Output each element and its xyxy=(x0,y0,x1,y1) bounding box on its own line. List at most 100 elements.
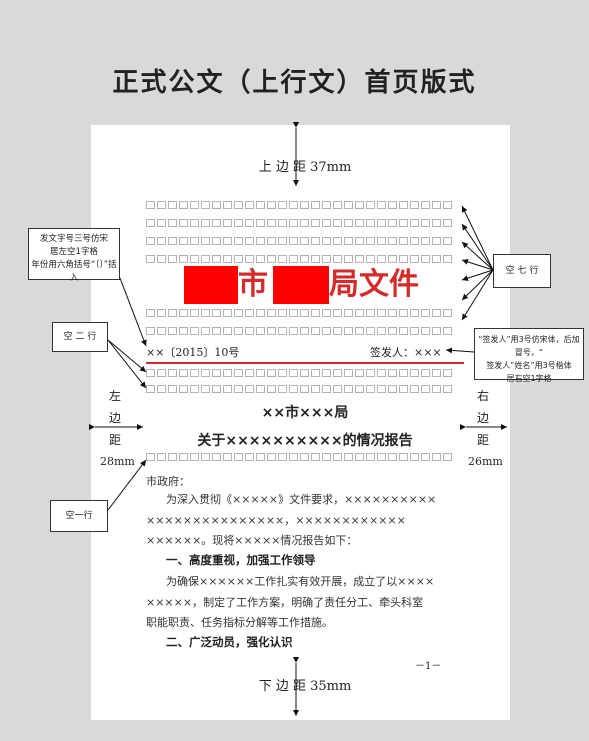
grid-cell xyxy=(168,453,177,461)
grid-cell xyxy=(168,219,177,227)
grid-cell xyxy=(179,453,188,461)
left-margin-char-3: 距 xyxy=(108,433,121,447)
grid-cell xyxy=(223,201,232,209)
grid-cell xyxy=(399,453,408,461)
grid-cell xyxy=(278,201,287,209)
section-heading-2: 二、广泛动员，强化认识 xyxy=(166,635,293,649)
annotation-kong-yi-hang: 空一行 xyxy=(50,500,108,532)
grid-cell xyxy=(399,309,408,317)
grid-cell xyxy=(212,453,221,461)
body-line-1: 为深入贯彻《×××××》文件要求，×××××××××× xyxy=(166,493,437,506)
grid-cell xyxy=(366,453,375,461)
body-line-2: ×××××××××××××××，×××××××××××× xyxy=(146,514,406,527)
grid-cell xyxy=(432,201,441,209)
grid-cell xyxy=(421,255,430,263)
grid-cell xyxy=(366,369,375,377)
grid-cell xyxy=(388,237,397,245)
grid-cell xyxy=(212,309,221,317)
body-line-3: ××××××。现将×××××情况报告如下： xyxy=(146,534,358,547)
grid-cell xyxy=(146,453,155,461)
grid-cell xyxy=(190,219,199,227)
grid-cell xyxy=(443,385,452,393)
grid-cell xyxy=(179,309,188,317)
grid-cell xyxy=(311,327,320,335)
grid-cell xyxy=(443,237,452,245)
grid-cell xyxy=(377,201,386,209)
grid-cell xyxy=(366,219,375,227)
annotation-signer: “签发人”用3号仿宋体，后加冒号，“ 签发人”姓名”用3号楷体 居右空1字格 xyxy=(474,328,584,383)
grid-cell xyxy=(278,327,287,335)
grid-cell xyxy=(289,219,298,227)
grid-cell xyxy=(179,327,188,335)
grid-cell xyxy=(377,309,386,317)
grid-cell xyxy=(311,201,320,209)
body-line-5: ×××××，制定了工作方案，明确了责任分工、牵头科室 xyxy=(146,596,424,609)
grid-cell xyxy=(234,385,243,393)
grid-cell xyxy=(201,309,210,317)
grid-cell xyxy=(443,327,452,335)
grid-cell xyxy=(168,385,177,393)
grid-cell xyxy=(399,327,408,335)
grid-cell xyxy=(267,327,276,335)
grid-cell xyxy=(432,237,441,245)
grid-cell xyxy=(168,327,177,335)
grid-cell xyxy=(278,453,287,461)
grid-cell xyxy=(157,201,166,209)
grid-cell xyxy=(300,453,309,461)
grid-cell xyxy=(421,237,430,245)
grid-cell xyxy=(432,327,441,335)
grid-cell xyxy=(212,369,221,377)
grid-cell xyxy=(322,369,331,377)
grid-cell xyxy=(355,327,364,335)
grid-cell xyxy=(245,255,254,263)
grid-row xyxy=(146,200,464,212)
grid-cell xyxy=(322,219,331,227)
kong-qi-hang-arrow-6 xyxy=(461,269,494,301)
header-text-bureau: 局文件 xyxy=(329,267,419,302)
grid-cell xyxy=(399,237,408,245)
grid-cell xyxy=(300,201,309,209)
grid-cell xyxy=(146,327,155,335)
grid-cell xyxy=(278,219,287,227)
page-title: 正式公文（上行文）首页版式 xyxy=(112,68,477,98)
grid-cell xyxy=(245,385,254,393)
grid-cell xyxy=(344,255,353,263)
grid-cell xyxy=(256,369,265,377)
grid-cell xyxy=(267,453,276,461)
kong-qi-hang-arrow-5 xyxy=(461,269,494,282)
grid-cell xyxy=(223,309,232,317)
grid-cell xyxy=(223,453,232,461)
grid-cell xyxy=(388,309,397,317)
grid-cell xyxy=(278,255,287,263)
grid-cell xyxy=(157,237,166,245)
grid-cell xyxy=(377,453,386,461)
grid-cell xyxy=(223,385,232,393)
grid-cell xyxy=(410,255,419,263)
grid-cell xyxy=(289,309,298,317)
grid-cell xyxy=(179,201,188,209)
grid-cell xyxy=(432,309,441,317)
grid-cell xyxy=(421,369,430,377)
grid-cell xyxy=(168,255,177,263)
grid-cell xyxy=(344,309,353,317)
grid-cell xyxy=(399,369,408,377)
grid-cell xyxy=(443,453,452,461)
grid-cell xyxy=(190,453,199,461)
grid-cell xyxy=(245,453,254,461)
grid-cell xyxy=(179,385,188,393)
grid-cell xyxy=(344,385,353,393)
grid-cell xyxy=(256,219,265,227)
top-margin-label: 上 边 距 37mm xyxy=(258,160,352,175)
grid-cell xyxy=(355,453,364,461)
grid-cell xyxy=(278,309,287,317)
grid-cell xyxy=(267,237,276,245)
grid-cell xyxy=(311,255,320,263)
grid-cell xyxy=(190,255,199,263)
grid-cell xyxy=(344,201,353,209)
redaction-block-2 xyxy=(273,266,329,304)
grid-cell xyxy=(256,309,265,317)
grid-cell xyxy=(256,237,265,245)
grid-cell xyxy=(388,453,397,461)
grid-cell xyxy=(355,369,364,377)
grid-cell xyxy=(278,237,287,245)
